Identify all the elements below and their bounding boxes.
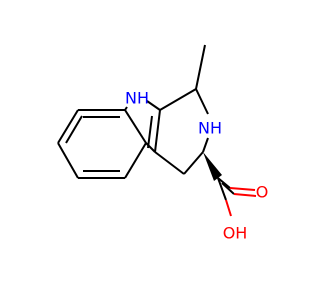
molecule-structure: NH NH O OH bbox=[57, 44, 269, 243]
stereo-wedge-bond bbox=[203, 152, 222, 181]
carbonyl-oxygen-label: O bbox=[256, 183, 269, 202]
hydroxyl-oxygen-label: OH bbox=[223, 224, 248, 243]
ring-nh-label: NH bbox=[198, 119, 222, 138]
pyrrole-ring bbox=[124, 100, 161, 153]
methyl-bond bbox=[195, 44, 206, 90]
benzene-ring bbox=[57, 109, 147, 179]
indole-nh-label: NH bbox=[125, 89, 149, 108]
carboxyl-group bbox=[217, 177, 257, 217]
tetrahydropyridine-ring bbox=[154, 88, 209, 175]
